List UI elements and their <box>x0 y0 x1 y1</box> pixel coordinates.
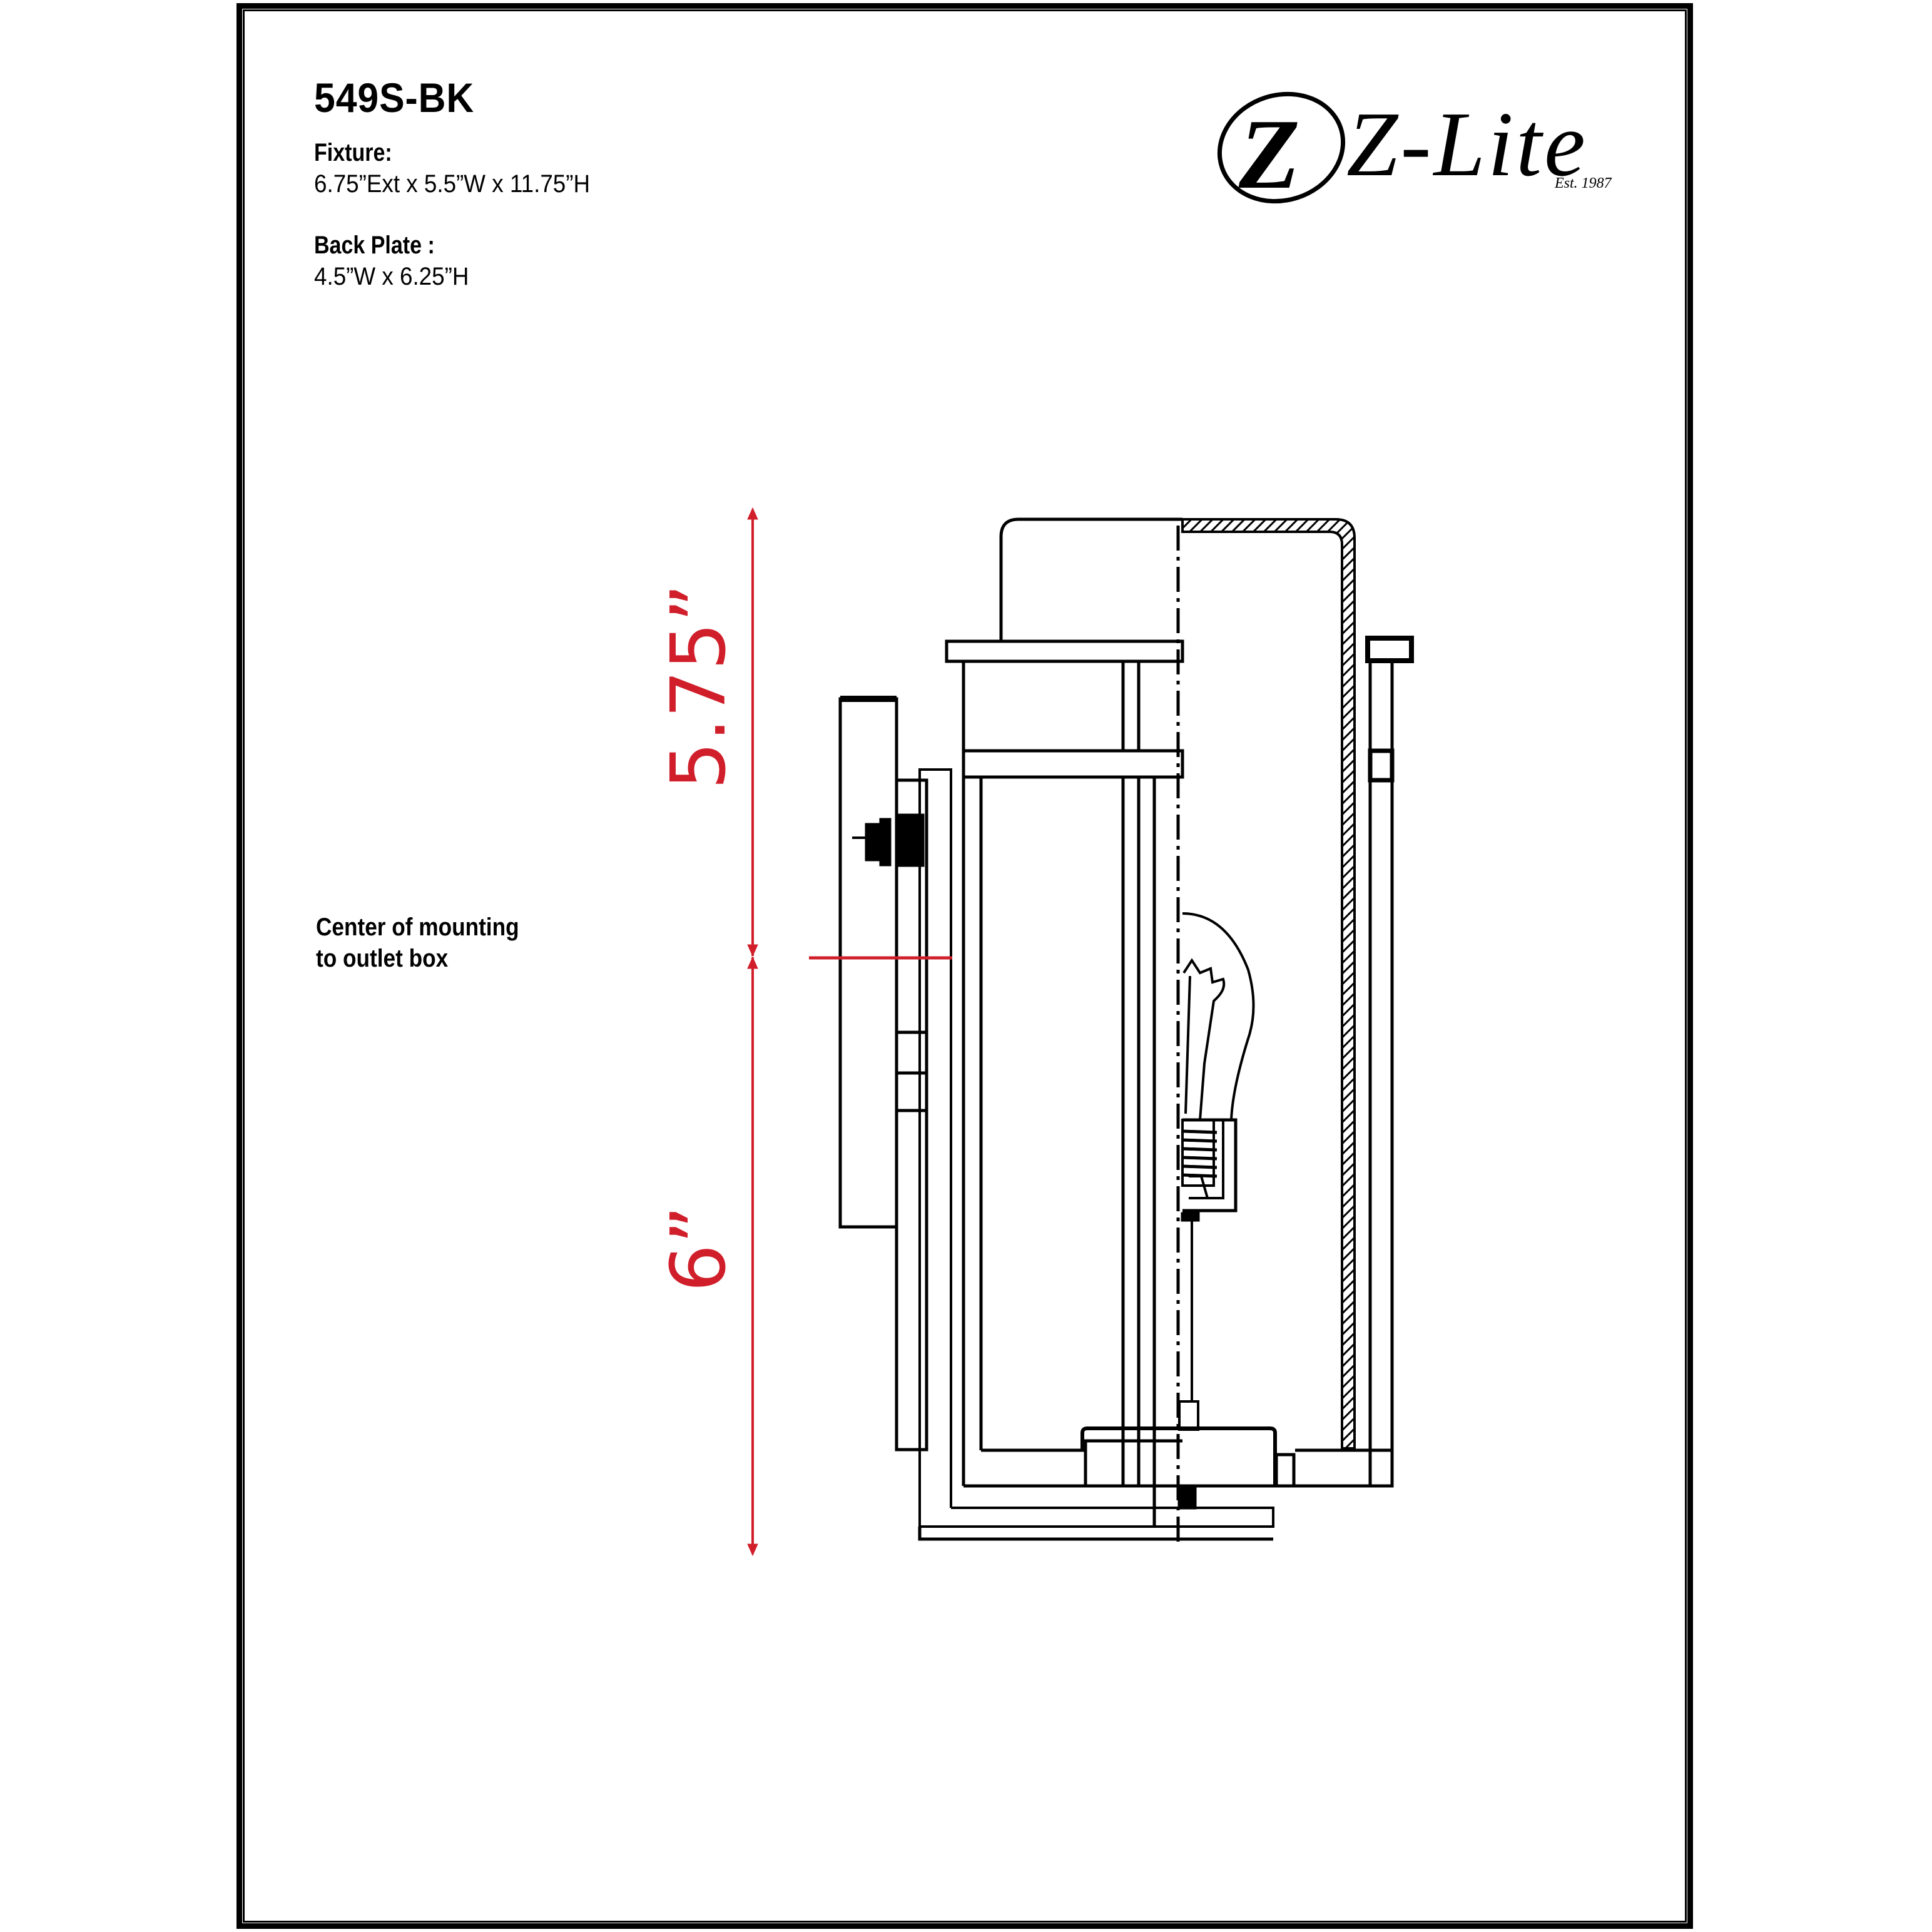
mounting-note-line2: to outlet box <box>316 945 449 972</box>
sheet-outer-border <box>236 3 1693 1929</box>
sheet-inner-border <box>243 9 1687 1923</box>
model-number: 549S-BK <box>314 74 475 121</box>
backplate-label: Back Plate : <box>314 231 435 259</box>
svg-text:Z: Z <box>1238 98 1300 210</box>
backplate-dimensions: 4.5”W x 6.25”H <box>314 263 469 290</box>
dimension-lines <box>747 507 952 1557</box>
dimension-upper-label: 5.75” <box>656 583 743 790</box>
mounting-note-line1: Center of mounting <box>316 913 519 941</box>
fixture-outline <box>838 517 1414 1541</box>
fixture-label: Fixture: <box>314 139 392 166</box>
fixture-dimensions: 6.75”Ext x 5.5”W x 11.75”H <box>314 170 591 198</box>
z-monogram-icon: Z <box>1217 91 1346 210</box>
dimension-lower-label: 6” <box>656 1205 743 1292</box>
brand-name: Z-Lite <box>1346 93 1588 196</box>
brand-established: Est. 1987 <box>1555 175 1612 191</box>
brand-logo: Z Z-Lite Est. 1987 <box>1214 88 1639 213</box>
